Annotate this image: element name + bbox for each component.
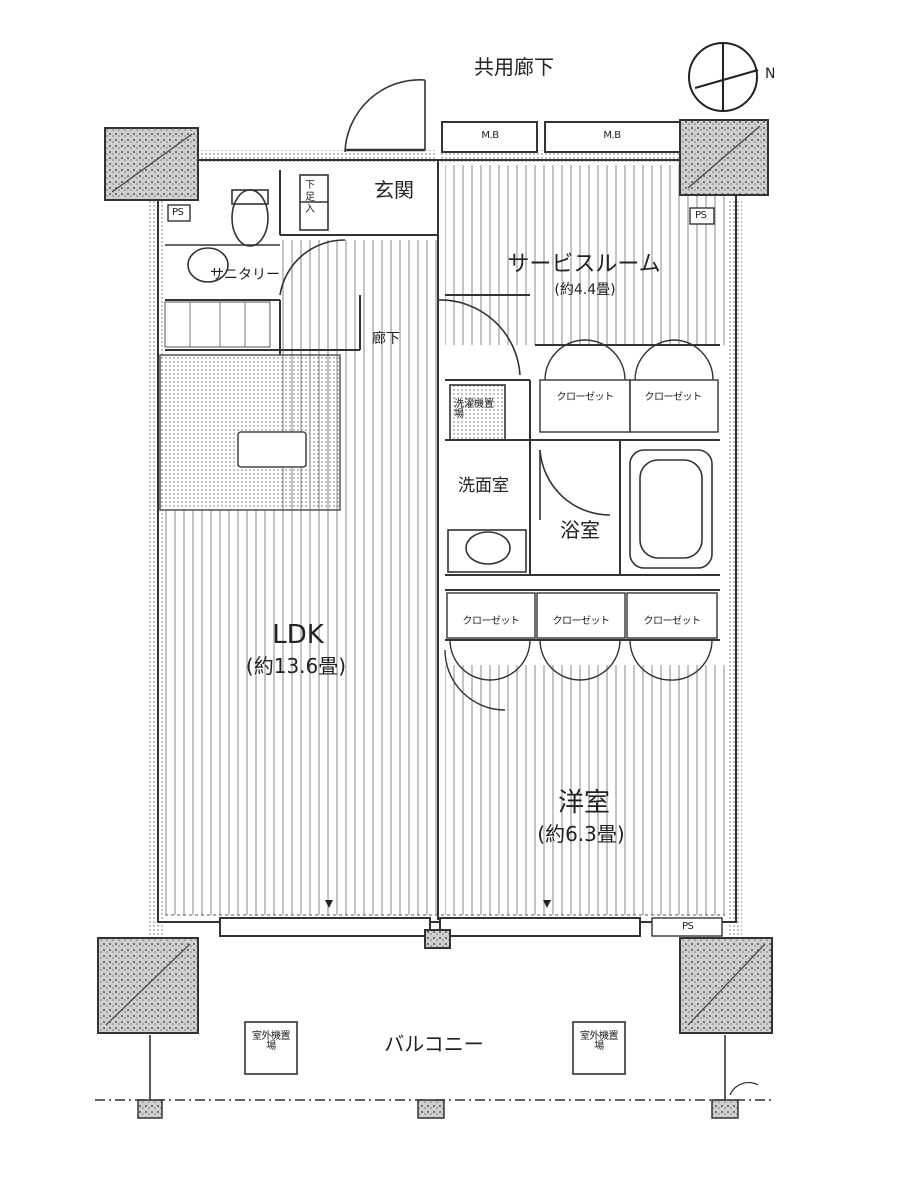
bath-label: 浴室 [560, 518, 600, 542]
north-mark: N [765, 66, 776, 82]
balcony-label: バルコニー [384, 1032, 484, 1056]
western-room-size: (約6.3畳) [537, 822, 625, 846]
outdoor-unit-left-label: 室外機置場 [252, 1031, 291, 1052]
western-room-name: 洋室 [557, 788, 611, 818]
ldk-floor [160, 510, 438, 915]
western-room-floor [445, 665, 730, 915]
washroom-label: 洗面室 [458, 476, 509, 496]
entrance-label: 玄関 [374, 178, 414, 202]
closet-label-4: クローゼット [552, 616, 611, 627]
ldk-name: LDK [272, 620, 324, 650]
common-corridor-label: 共用廊下 [474, 55, 554, 79]
shoe-box-label: 下足入 [305, 180, 315, 215]
hallway-label: 廊下 [372, 331, 400, 347]
meter-box-left [441, 121, 538, 153]
pipe-space-label-3: PS [682, 921, 694, 932]
sanitary-label: サニタリー [210, 267, 280, 283]
closet-label-3: クローゼット [462, 616, 521, 627]
closet-label-2: クローゼット [644, 392, 703, 403]
pipe-space-label-1: PS [172, 207, 184, 218]
closet-label-1: クローゼット [556, 392, 615, 403]
pipe-space-label-2: PS [695, 210, 707, 221]
meter-box-right-label: M.B [603, 130, 621, 141]
meter-box-left-label: M.B [481, 130, 499, 141]
cooktop [164, 301, 271, 348]
ldk-size: (約13.6畳) [245, 654, 347, 678]
service-room-name: サービスルーム [507, 252, 661, 277]
compass-icon [688, 42, 759, 112]
laundry-label: 洗濯機置場 [454, 399, 494, 420]
kitchen-sink [237, 431, 307, 468]
outdoor-unit-right-label: 室外機置場 [580, 1031, 619, 1052]
service-room-size: (約4.4畳) [554, 282, 616, 298]
closet-label-5: クローゼット [643, 616, 702, 627]
